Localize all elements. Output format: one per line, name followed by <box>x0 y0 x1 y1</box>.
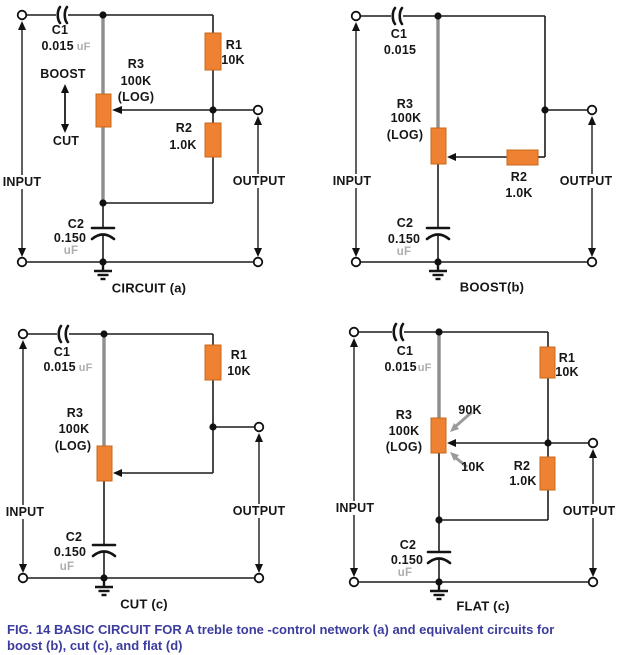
output-arrow-top-b <box>588 116 596 125</box>
junction-dot <box>434 12 442 20</box>
input-arrow-bottom-c <box>19 564 27 573</box>
circuit-d-diagram <box>348 322 599 601</box>
circuit-a-wires <box>21 14 259 263</box>
capacitor-c1-symbol-c <box>57 324 70 344</box>
junction-dot <box>435 328 443 336</box>
potentiometer-r3-body-b <box>430 127 447 165</box>
annotation-arrowhead-10k <box>450 452 459 461</box>
caption-line1: FIG. 14 BASIC CIRCUIT FOR A treble tone … <box>7 622 555 637</box>
output-terminal-top-a <box>252 104 264 116</box>
potentiometer-r3-body-a <box>95 93 112 128</box>
capacitor-c1-symbol-a <box>56 5 69 25</box>
ground-icon-b <box>429 262 447 281</box>
circuit-b-diagram <box>350 6 598 281</box>
output-arrow-bottom-a <box>254 248 262 257</box>
output-arrow-bottom-b <box>588 248 596 257</box>
junction-dot <box>541 106 549 114</box>
input-terminal-top-b <box>350 10 362 22</box>
capacitor-c1-symbol-b <box>391 6 404 26</box>
input-arrow-bottom-b <box>352 248 360 257</box>
input-arrow-bottom-d <box>350 568 358 577</box>
potentiometer-r3-body-d <box>430 417 447 454</box>
annotation-arrow-10k <box>455 456 468 469</box>
input-terminal-top-c <box>17 328 29 340</box>
input-arrow-top-d <box>350 338 358 347</box>
schematic-drawing <box>16 5 599 601</box>
resistor-r1-body-c <box>204 344 222 381</box>
output-terminal-top-d <box>587 437 599 449</box>
ground-icon-a <box>94 262 112 281</box>
output-terminal-bottom-a <box>252 256 264 268</box>
junction-dot <box>209 423 217 431</box>
output-arrow-bottom-c <box>255 564 263 573</box>
junction-dot <box>435 578 443 586</box>
input-terminal-top-a <box>16 9 28 21</box>
input-terminal-bottom-c <box>17 572 29 584</box>
junction-dot <box>434 258 442 266</box>
resistor-r1-body-d <box>539 346 556 379</box>
resistor-r2-body-a <box>204 122 222 158</box>
capacitor-c2-symbol-d <box>426 550 452 565</box>
capacitor-c2-symbol-c <box>91 543 117 558</box>
figure-caption: FIG. 14 BASIC CIRCUIT FOR A treble tone … <box>7 622 619 654</box>
circuit-d-wires <box>353 331 594 583</box>
junction-dot <box>99 11 107 19</box>
junction-dot <box>435 516 443 524</box>
resistor-r2-body-b <box>506 149 539 166</box>
capacitor-c1-symbol-d <box>392 322 405 342</box>
junction-dot <box>100 574 108 582</box>
input-terminal-top-d <box>348 326 360 338</box>
boost-arrowhead <box>61 84 69 93</box>
wiper-arrow-a <box>112 106 122 114</box>
output-arrow-top-d <box>589 449 597 458</box>
capacitor-c2-symbol-a <box>90 226 116 241</box>
input-terminal-bottom-d <box>348 576 360 588</box>
output-terminal-bottom-d <box>587 576 599 588</box>
input-arrow-top-b <box>352 22 360 31</box>
circuit-c-wires <box>22 333 260 579</box>
junction-dot <box>100 330 108 338</box>
junction-dot <box>544 439 552 447</box>
circuit-a-diagram <box>16 5 264 281</box>
input-arrow-bottom-a <box>18 248 26 257</box>
annotation-arrowhead-90k <box>450 423 459 432</box>
output-terminal-top-b <box>586 104 598 116</box>
wiper-arrow-c <box>113 469 122 477</box>
input-arrow-top-c <box>19 340 27 349</box>
annotation-arrow-90k <box>455 410 473 428</box>
potentiometer-r3-body-c <box>96 445 113 482</box>
circuit-c-diagram <box>17 324 265 597</box>
output-terminal-bottom-b <box>586 256 598 268</box>
wiper-arrow-b <box>447 153 456 161</box>
output-arrow-top-c <box>255 433 263 442</box>
resistor-r2-body-d <box>539 456 556 491</box>
output-terminal-top-c <box>253 421 265 433</box>
input-terminal-bottom-a <box>16 256 28 268</box>
input-arrow-top-a <box>18 21 26 30</box>
output-terminal-bottom-c <box>253 572 265 584</box>
output-arrow-bottom-d <box>589 568 597 577</box>
cut-arrowhead <box>61 124 69 133</box>
ground-icon-c <box>95 578 113 597</box>
capacitor-c2-symbol-b <box>425 226 451 241</box>
output-arrow-top-a <box>254 116 262 125</box>
junction-dot <box>209 106 217 114</box>
wiper-arrow-d <box>447 439 456 447</box>
input-terminal-bottom-b <box>350 256 362 268</box>
circuit-b-wires <box>355 15 593 263</box>
caption-line2: boost (b), cut (c), and flat (d) <box>7 638 183 653</box>
junction-dot <box>99 199 107 207</box>
junction-dot <box>99 258 107 266</box>
resistor-r1-body-a <box>204 32 222 71</box>
